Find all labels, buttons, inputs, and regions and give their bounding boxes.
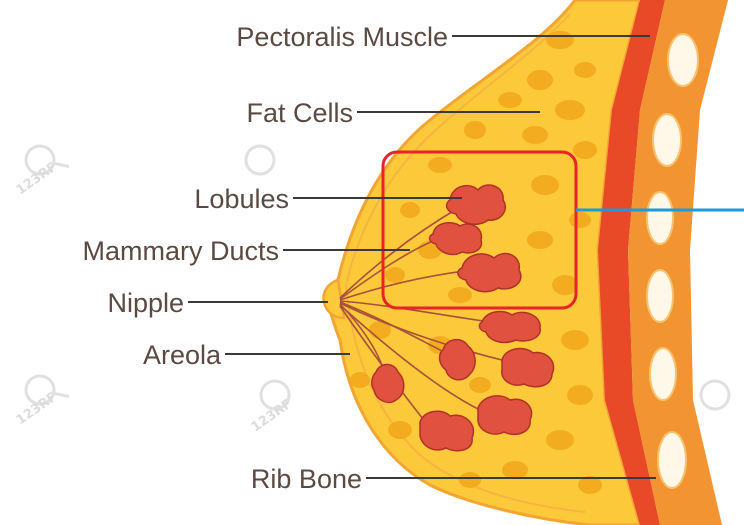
- fat-cell: [546, 31, 574, 49]
- watermark-text: 123RF: [249, 397, 295, 436]
- fat-cell: [531, 175, 559, 195]
- fat-cell: [469, 377, 491, 393]
- fat-cell: [527, 231, 553, 249]
- fat-cell: [400, 202, 420, 218]
- fat-cell: [522, 126, 548, 144]
- fat-cell: [464, 121, 486, 139]
- lobule: [502, 349, 554, 387]
- rib-bone: [653, 114, 681, 166]
- fat-cell: [546, 430, 574, 450]
- watermark-icon: [696, 376, 735, 415]
- lobule: [420, 411, 473, 451]
- fat-cell: [574, 62, 596, 78]
- fat-cell: [350, 372, 370, 388]
- watermark-icon: [241, 141, 280, 180]
- fat-cell: [428, 157, 452, 173]
- label-nipple: Nipple: [107, 288, 184, 318]
- rib-bone: [650, 348, 676, 400]
- fat-cell: [459, 472, 481, 488]
- fat-cell: [502, 461, 528, 479]
- label-mammary-ducts: Mammary Ducts: [82, 236, 279, 266]
- fat-cell: [567, 385, 593, 405]
- label-lobules: Lobules: [194, 184, 289, 214]
- label-areola: Areola: [143, 340, 222, 370]
- rib-bone: [668, 34, 698, 86]
- rib-bone: [658, 432, 686, 488]
- fat-cell: [388, 421, 412, 439]
- label-pectoralis-muscle: Pectoralis Muscle: [236, 22, 448, 52]
- rib-bone: [647, 192, 673, 244]
- fat-cell: [561, 330, 589, 350]
- label-fat-cells: Fat Cells: [246, 98, 353, 128]
- fat-cell: [527, 70, 553, 90]
- watermark-text: 123RF: [14, 160, 60, 199]
- fat-cell: [569, 212, 591, 228]
- fat-cell: [552, 275, 578, 295]
- lobule: [478, 396, 532, 435]
- label-rib-bone: Rib Bone: [251, 464, 362, 494]
- fat-cell: [385, 267, 405, 283]
- fat-cell: [498, 92, 522, 108]
- watermark-text: 123RF: [14, 390, 60, 429]
- fat-cell: [448, 287, 472, 303]
- fat-cell: [555, 100, 585, 120]
- fat-cell: [573, 141, 597, 159]
- rib-bone: [647, 270, 673, 322]
